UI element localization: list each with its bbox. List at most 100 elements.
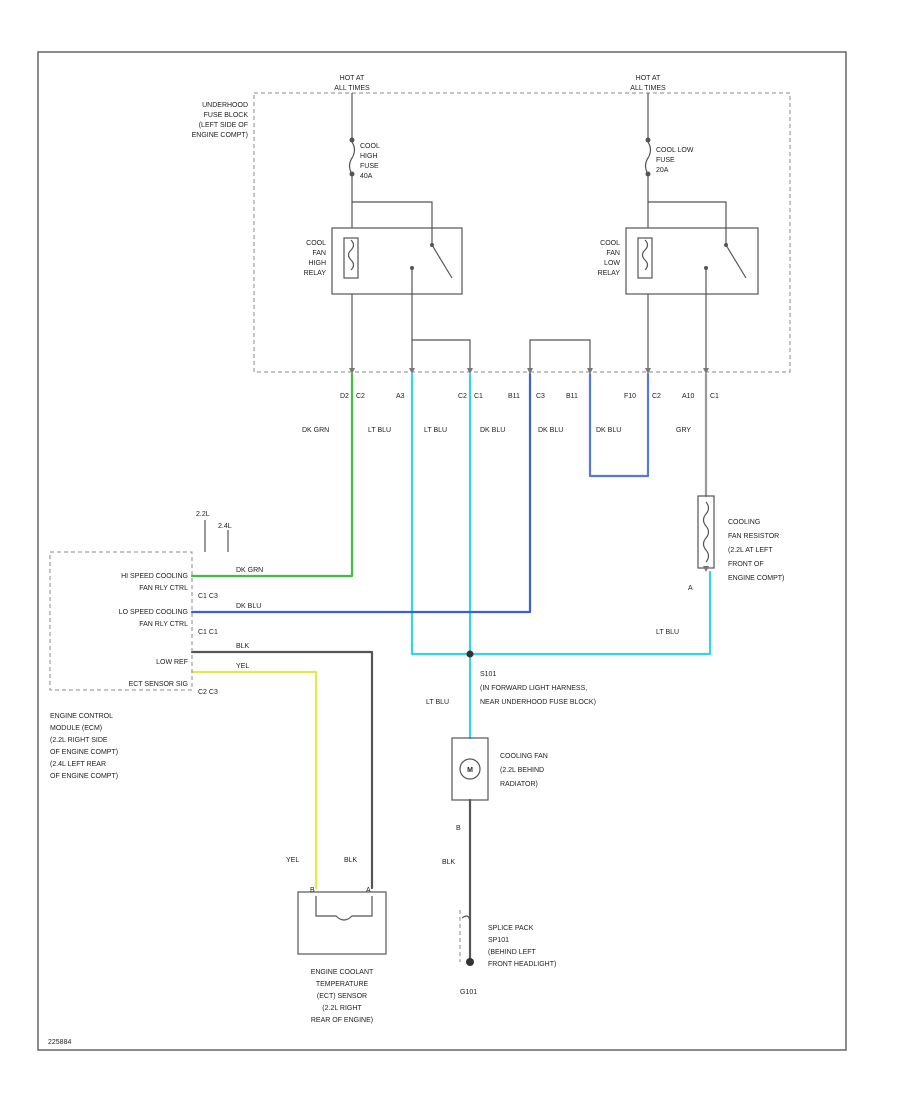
svg-text:FAN: FAN [606, 250, 620, 257]
svg-text:(2.4L LEFT REAR: (2.4L LEFT REAR [50, 761, 106, 768]
cool-fan-low-relay [625, 227, 759, 295]
svg-text:DK BLU: DK BLU [236, 603, 261, 610]
svg-text:COOL: COOL [600, 240, 620, 247]
relay-low-label: COOL FAN LOW RELAY [598, 240, 621, 277]
svg-text:COOLING: COOLING [728, 519, 760, 526]
svg-text:LT BLU: LT BLU [368, 427, 391, 434]
svg-text:COOL LOW: COOL LOW [656, 147, 694, 154]
wire-color-labels: DK GRN LT BLU LT BLU DK BLU DK BLU DK BL… [302, 427, 691, 434]
svg-text:FUSE: FUSE [360, 163, 379, 170]
svg-text:HIGH: HIGH [309, 260, 327, 267]
svg-text:GRY: GRY [676, 427, 691, 434]
svg-text:A: A [688, 585, 693, 592]
svg-text:ENGINE COMPT): ENGINE COMPT) [192, 132, 248, 139]
svg-text:FAN RLY CTRL: FAN RLY CTRL [139, 621, 188, 628]
svg-text:B11: B11 [566, 393, 578, 400]
svg-text:(BEHIND LEFT: (BEHIND LEFT [488, 949, 537, 956]
svg-text:M: M [467, 767, 473, 774]
svg-text:LT BLU: LT BLU [424, 427, 447, 434]
svg-text:FAN RLY CTRL: FAN RLY CTRL [139, 585, 188, 592]
wire-blk-ecm [190, 650, 374, 890]
svg-text:YEL: YEL [236, 663, 249, 670]
footer-code: 225884 [48, 1039, 71, 1046]
svg-text:(2.2L RIGHT SIDE: (2.2L RIGHT SIDE [50, 737, 108, 744]
svg-text:REAR OF ENGINE): REAR OF ENGINE) [311, 1017, 373, 1024]
ecm-boundary [49, 551, 193, 691]
svg-text:DK GRN: DK GRN [302, 427, 329, 434]
svg-text:LT BLU: LT BLU [426, 699, 449, 706]
svg-text:BLK: BLK [442, 859, 456, 866]
cooling-fan-label: COOLING FAN (2.2L BEHIND RADIATOR) B BLK [442, 753, 548, 866]
splice-s101-label: S101 (IN FORWARD LIGHT HARNESS, NEAR UND… [426, 671, 596, 706]
svg-text:HIGH: HIGH [360, 153, 378, 160]
svg-text:LOW REF: LOW REF [156, 659, 188, 666]
svg-text:2.2L: 2.2L [196, 511, 210, 518]
svg-text:C2 C3: C2 C3 [198, 689, 218, 696]
svg-text:RADIATOR): RADIATOR) [500, 781, 538, 788]
fuse-block-label: UNDERHOOD FUSE BLOCK (LEFT SIDE OF ENGIN… [192, 102, 249, 139]
svg-text:B: B [456, 825, 461, 832]
diagram-frame [37, 51, 847, 1051]
svg-text:ECT SENSOR SIG: ECT SENSOR SIG [129, 681, 188, 688]
hot-label-left-1: HOT AT [340, 75, 365, 82]
svg-text:B11: B11 [508, 393, 520, 400]
svg-text:2.4L: 2.4L [218, 523, 232, 530]
svg-text:FAN: FAN [312, 250, 326, 257]
svg-text:OF ENGINE COMPT): OF ENGINE COMPT) [50, 749, 118, 756]
hot-label-left-2: ALL TIMES [334, 85, 370, 92]
cool-fan-high-relay [331, 227, 463, 295]
svg-text:C2: C2 [458, 393, 467, 400]
svg-text:C1: C1 [474, 393, 483, 400]
fuse-block-boundary [253, 92, 791, 373]
wire-dk-blu-b11 [190, 372, 532, 614]
cooling-fan-motor: M [451, 737, 489, 801]
svg-text:(IN FORWARD LIGHT HARNESS,: (IN FORWARD LIGHT HARNESS, [480, 685, 587, 692]
ect-sensor [297, 891, 387, 955]
svg-text:C2: C2 [356, 393, 365, 400]
svg-text:C3: C3 [536, 393, 545, 400]
svg-text:A3: A3 [396, 393, 405, 400]
svg-text:(LEFT SIDE OF: (LEFT SIDE OF [199, 122, 248, 129]
svg-text:LT BLU: LT BLU [656, 629, 679, 636]
splice-pack [459, 910, 474, 966]
svg-text:UNDERHOOD: UNDERHOOD [202, 102, 248, 109]
splice-pack-label: SPLICE PACK SP101 (BEHIND LEFT FRONT HEA… [460, 925, 556, 996]
svg-text:ENGINE COMPT): ENGINE COMPT) [728, 575, 784, 582]
svg-text:FRONT OF: FRONT OF [728, 561, 764, 568]
svg-text:RELAY: RELAY [598, 270, 621, 277]
hot-label-right-1: HOT AT [636, 75, 661, 82]
svg-text:C2: C2 [652, 393, 661, 400]
connector-marks [349, 368, 709, 374]
svg-text:FAN RESISTOR: FAN RESISTOR [728, 533, 779, 540]
ecm-pin-labels: HI SPEED COOLING FAN RLY CTRL LO SPEED C… [119, 567, 263, 696]
svg-text:DK BLU: DK BLU [596, 427, 621, 434]
svg-text:40A: 40A [360, 173, 373, 180]
cooling-fan-resistor [697, 495, 715, 572]
svg-text:A10: A10 [682, 393, 695, 400]
svg-text:BLK: BLK [236, 643, 250, 650]
svg-text:RELAY: RELAY [304, 270, 327, 277]
resistor-label: COOLING FAN RESISTOR (2.2L AT LEFT FRONT… [656, 519, 784, 636]
svg-text:A: A [366, 887, 371, 894]
cool-low-fuse: COOL LOW FUSE 20A [644, 93, 694, 228]
svg-text:FRONT HEADLIGHT): FRONT HEADLIGHT) [488, 961, 556, 968]
svg-text:C1 C1: C1 C1 [198, 629, 218, 636]
svg-text:20A: 20A [656, 167, 669, 174]
svg-text:LO SPEED COOLING: LO SPEED COOLING [119, 609, 188, 616]
svg-text:SP101: SP101 [488, 937, 509, 944]
svg-text:C1 C3: C1 C3 [198, 593, 218, 600]
svg-text:D2: D2 [340, 393, 349, 400]
terminal-labels: D2 C2 A3 C2 C1 B11 C3 B11 F10 C2 A10 C1 [340, 393, 719, 400]
svg-text:F10: F10 [624, 393, 636, 400]
svg-text:(2.2L BEHIND: (2.2L BEHIND [500, 767, 544, 774]
svg-text:COOLING FAN: COOLING FAN [500, 753, 548, 760]
svg-text:OF ENGINE COMPT): OF ENGINE COMPT) [50, 773, 118, 780]
relay-high-label: COOL FAN HIGH RELAY [304, 240, 327, 277]
svg-text:HI SPEED COOLING: HI SPEED COOLING [121, 573, 188, 580]
svg-text:DK BLU: DK BLU [480, 427, 505, 434]
svg-text:DK GRN: DK GRN [236, 567, 263, 574]
svg-text:MODULE (ECM): MODULE (ECM) [50, 725, 102, 732]
svg-text:BLK: BLK [344, 857, 358, 864]
svg-text:COOL: COOL [306, 240, 326, 247]
